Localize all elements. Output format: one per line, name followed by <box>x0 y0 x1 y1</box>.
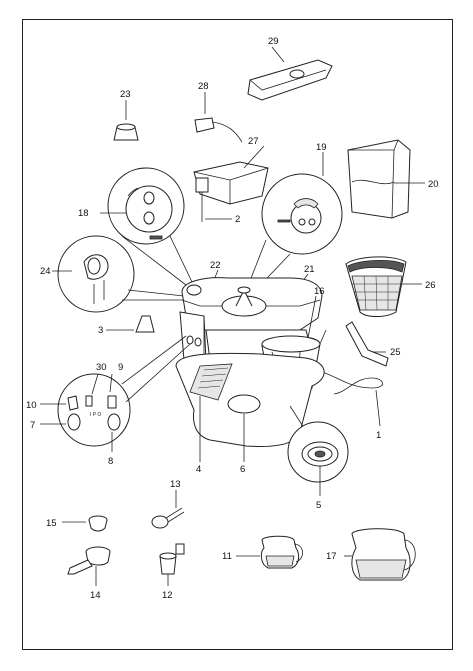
label-11: 11 <box>222 551 232 562</box>
part-3-cap <box>106 315 155 333</box>
label-26: 26 <box>425 280 436 291</box>
part-28-valve <box>194 92 243 143</box>
label-20: 20 <box>428 179 439 190</box>
label-1: 1 <box>376 430 381 441</box>
label-15: 15 <box>46 518 57 529</box>
label-13: 13 <box>170 479 181 490</box>
part-11-small-carafe <box>236 535 303 569</box>
label-2: 2 <box>235 214 240 225</box>
label-22: 22 <box>210 260 221 271</box>
control-panel-detail: I P O <box>40 335 191 452</box>
label-24: 24 <box>40 266 51 277</box>
part-18-dial-detail <box>100 167 193 286</box>
label-6: 6 <box>240 464 245 475</box>
part-24-steam-detail <box>52 235 185 313</box>
part-29-lid <box>247 46 333 101</box>
label-30: 30 <box>96 362 107 373</box>
part-5-grill-detail <box>287 405 349 496</box>
label-17: 17 <box>326 551 337 562</box>
part-27-water-tank <box>193 145 269 222</box>
part-26-filter-basket <box>345 256 422 317</box>
label-7: 7 <box>30 420 35 431</box>
label-21: 21 <box>304 264 315 275</box>
label-12: 12 <box>162 590 173 601</box>
part-19-filter-top-detail <box>243 152 343 299</box>
part-13-measuring-spoon <box>151 490 185 529</box>
part-23-knob <box>113 100 139 141</box>
part-17-large-carafe <box>344 528 416 581</box>
label-29: 29 <box>268 36 279 47</box>
label-27: 27 <box>248 136 259 147</box>
label-23: 23 <box>120 89 131 100</box>
part-4-drip-tray <box>175 352 325 462</box>
label-5: 5 <box>316 500 321 511</box>
label-28: 28 <box>198 81 209 92</box>
label-4: 4 <box>196 464 201 475</box>
part-15-small-filter <box>62 515 108 532</box>
label-16: 16 <box>314 286 325 297</box>
label-19: 19 <box>316 142 327 153</box>
part-12-filter-piece <box>159 543 185 586</box>
machine-body <box>179 277 323 363</box>
label-18: 18 <box>78 208 89 219</box>
part-14-portafilter <box>67 546 111 586</box>
label-3: 3 <box>98 325 103 336</box>
part-25-clip <box>345 321 389 367</box>
part-20-reservoir <box>347 139 425 219</box>
label-8: 8 <box>108 456 113 467</box>
label-10: 10 <box>26 400 37 411</box>
label-9: 9 <box>118 362 123 373</box>
label-14: 14 <box>90 590 101 601</box>
svg-text:I P O: I P O <box>90 412 101 418</box>
label-25: 25 <box>390 347 401 358</box>
